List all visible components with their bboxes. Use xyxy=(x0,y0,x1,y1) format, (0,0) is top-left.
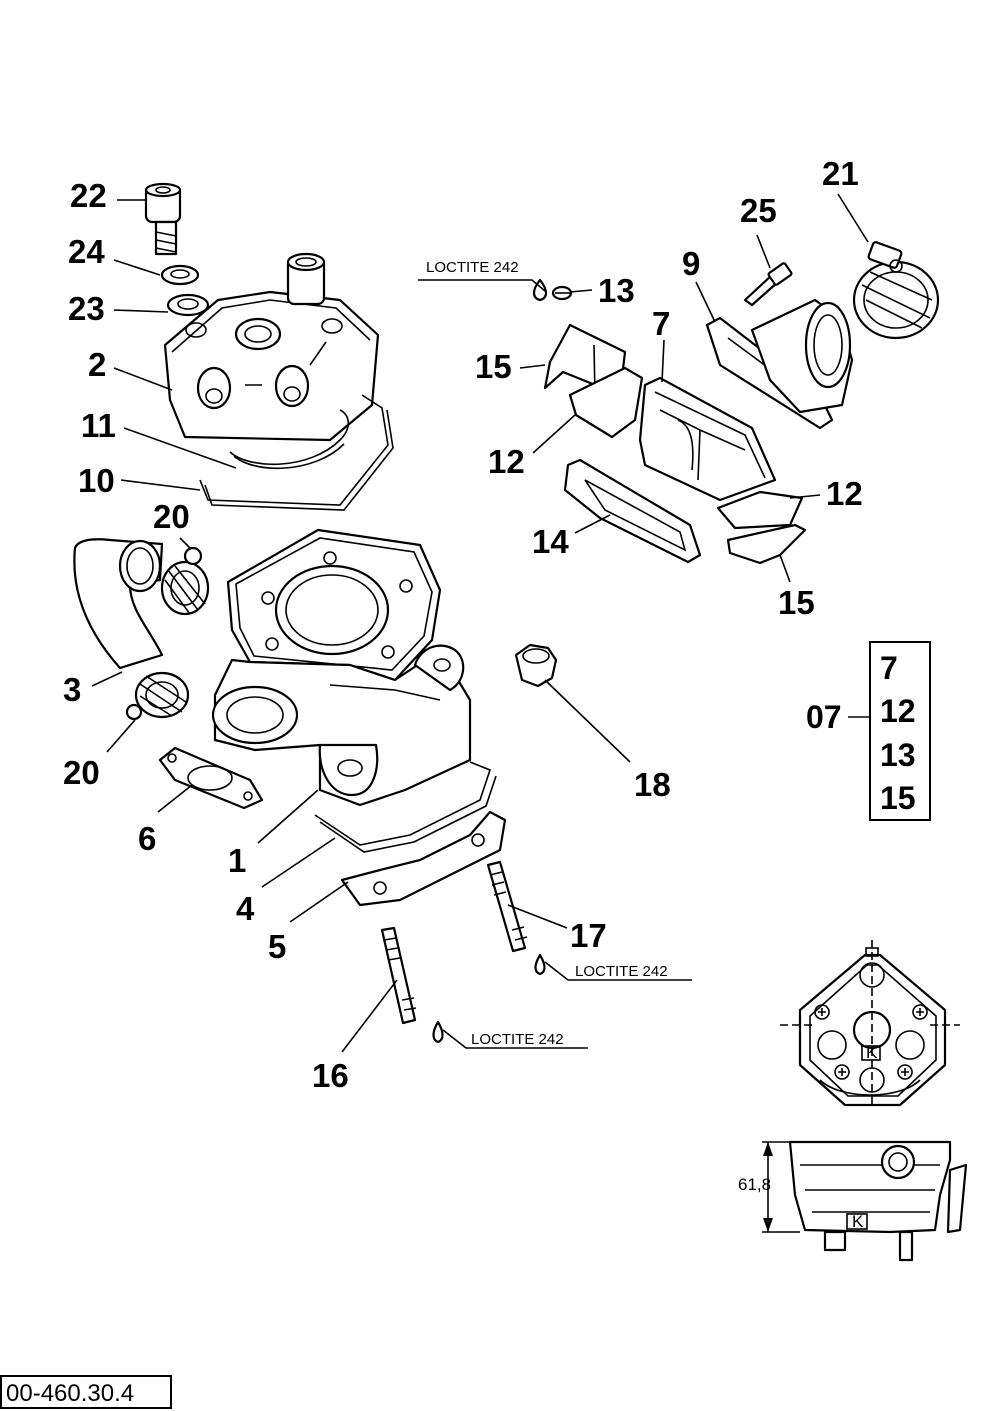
o-ring-11 xyxy=(229,409,350,470)
dimension-label: 61,8 xyxy=(738,1175,771,1194)
stud-17 xyxy=(486,860,546,976)
kit-label: 07 xyxy=(806,699,842,735)
kit-item: 15 xyxy=(880,780,916,816)
hose-clamp-21 xyxy=(852,241,940,340)
callout-12-lower: 12 xyxy=(826,475,863,512)
drawing-code: 00-460.30.4 xyxy=(6,1380,134,1407)
washer-24 xyxy=(160,264,200,286)
kit-item: 7 xyxy=(880,650,898,686)
base-gasket-4 xyxy=(314,761,497,853)
callout-6: 6 xyxy=(138,820,156,857)
cylinder-head-2 xyxy=(163,252,380,442)
loctite-note-stud-16: LOCTITE 242 xyxy=(471,1031,564,1048)
reed-block-7 xyxy=(638,376,777,502)
gasket-14 xyxy=(563,458,702,564)
hose-clamp-20-lower xyxy=(125,671,190,721)
hose-clamp-20-upper xyxy=(160,546,210,616)
reed-stopper-15-lower xyxy=(726,523,807,565)
callout-12-upper: 12 xyxy=(488,443,525,480)
callout-22: 22 xyxy=(70,177,107,214)
callout-24: 24 xyxy=(68,233,105,270)
stud-16 xyxy=(380,926,444,1044)
callout-20-lower: 20 xyxy=(63,754,100,791)
callout-3: 3 xyxy=(63,671,81,708)
callout-15-lower: 15 xyxy=(778,584,815,621)
reed-petal-12-upper xyxy=(568,366,644,439)
drawing-code-box: 00-460.30.4 xyxy=(0,1375,172,1409)
washer-13-group xyxy=(532,278,573,302)
callout-14: 14 xyxy=(532,523,569,560)
intake-flange-9 xyxy=(705,298,854,430)
callout-9: 9 xyxy=(682,245,700,282)
callout-11: 11 xyxy=(81,407,116,444)
base-gasket-5 xyxy=(340,810,507,907)
water-hose-3 xyxy=(73,538,164,670)
callout-5: 5 xyxy=(268,928,286,965)
callout-20-upper: 20 xyxy=(153,498,190,535)
callout-18: 18 xyxy=(634,766,671,803)
callout-17: 17 xyxy=(570,917,607,954)
exhaust-gasket-6 xyxy=(158,746,264,810)
detail-mark-side: K xyxy=(852,1212,864,1231)
washer-23 xyxy=(166,293,210,317)
leader-lines xyxy=(91,193,869,1053)
loctite-notes: LOCTITE 242 LOCTITE 242 LOCTITE 242 xyxy=(426,259,668,1048)
callout-21: 21 xyxy=(822,155,859,192)
callout-13: 13 xyxy=(598,272,635,309)
callout-2: 2 xyxy=(88,346,106,383)
cylinder-1 xyxy=(211,528,472,807)
head-gasket-10 xyxy=(199,394,394,511)
head-bolt-22 xyxy=(144,182,182,256)
callout-15-upper: 15 xyxy=(475,348,512,385)
loctite-note-top: LOCTITE 242 xyxy=(426,259,519,276)
plug-18 xyxy=(514,643,558,688)
detail-top-view: K xyxy=(780,940,960,1107)
callout-numbers: 22 24 23 2 11 10 20 3 20 6 1 4 5 16 17 1… xyxy=(63,155,863,1094)
kit-box: 07 7 12 13 15 xyxy=(806,641,931,821)
reed-petal-12-lower xyxy=(716,490,804,530)
screw-25 xyxy=(743,262,793,307)
callout-7: 7 xyxy=(652,305,670,342)
callout-23: 23 xyxy=(68,290,105,327)
callout-10: 10 xyxy=(78,462,115,499)
detail-side-view: K 61,8 xyxy=(738,1140,968,1262)
callout-1: 1 xyxy=(228,842,246,879)
loctite-note-stud-17: LOCTITE 242 xyxy=(575,963,668,980)
callout-16: 16 xyxy=(312,1057,349,1094)
callout-25: 25 xyxy=(740,192,777,229)
callout-4: 4 xyxy=(236,890,255,927)
kit-item: 13 xyxy=(880,737,916,773)
kit-item: 12 xyxy=(880,693,916,729)
detail-mark-top: K xyxy=(866,1043,878,1062)
